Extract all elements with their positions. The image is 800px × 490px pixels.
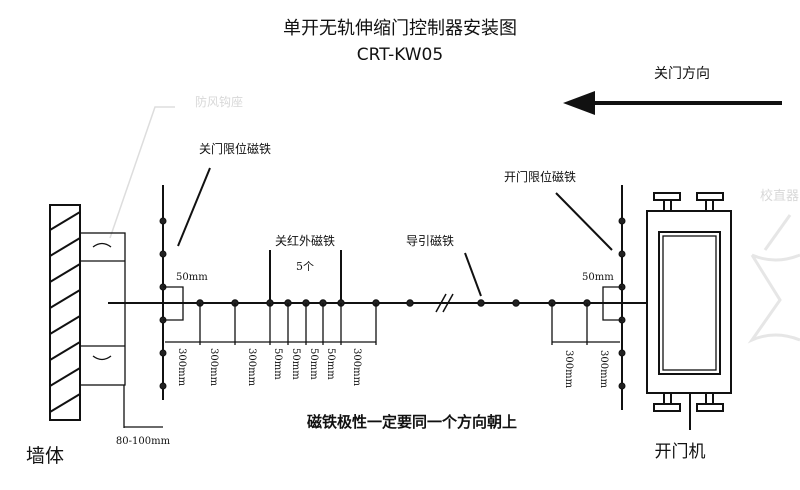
right-dimension-chain — [551, 303, 620, 345]
close-direction-label: 关门方向 — [654, 66, 710, 82]
open-limit-leader — [555, 192, 613, 251]
spacing-label: 300mm — [351, 348, 362, 387]
guide-magnet-label: 导引磁铁 — [406, 233, 454, 248]
door-opener-machine — [622, 192, 732, 430]
spacing-label: 50mm — [272, 348, 283, 380]
left-offset-dimension: 50mm — [176, 272, 208, 283]
open-limit-magnet-label: 开门限位磁铁 — [504, 169, 576, 184]
close-limit-bar — [159, 185, 184, 400]
close-limit-magnet-label: 关门限位磁铁 — [199, 141, 271, 156]
diagram-title: 单开无轨伸缩门控制器安装图 — [283, 18, 517, 39]
straightener-watermark — [747, 214, 800, 344]
polarity-note: 磁铁极性一定要同一个方向朝上 — [307, 413, 517, 431]
wind-hook-leader — [109, 106, 175, 239]
model-number: CRT-KW05 — [357, 45, 443, 65]
spacing-label: 300mm — [208, 348, 219, 387]
wall-label: 墙体 — [26, 445, 64, 467]
spacing-label: 300mm — [246, 348, 257, 387]
door-opener-label: 开门机 — [655, 442, 706, 462]
straightener-label: 校直器 — [760, 188, 799, 204]
left-spacing-labels: 300mm 300mm 300mm 50mm 50mm 50mm 50mm 30… — [176, 348, 362, 387]
track-magnets — [196, 299, 591, 307]
wind-hook-seat-label: 防风钩座 — [195, 94, 243, 109]
wind-hook-seat — [79, 232, 126, 386]
close-ir-magnet-label: 关红外磁铁 — [275, 233, 335, 248]
spacing-label: 50mm — [290, 348, 301, 380]
close-direction-arrow — [563, 91, 782, 115]
guide-magnet-leader — [464, 252, 482, 297]
wall-gap-dimension-line — [123, 385, 163, 428]
open-limit-bar — [602, 185, 626, 410]
wall-gap-dimension: 80-100mm — [116, 436, 171, 447]
spacing-label: 300mm — [563, 350, 574, 389]
spacing-label: 50mm — [308, 348, 319, 380]
wall — [49, 204, 81, 421]
spacing-label: 50mm — [325, 348, 336, 380]
left-dimension-chain — [165, 303, 377, 345]
close-limit-leader — [177, 167, 211, 247]
ir-magnet-count: 5个 — [296, 260, 314, 273]
spacing-label: 300mm — [176, 348, 187, 387]
spacing-label: 300mm — [598, 350, 609, 389]
right-offset-dimension: 50mm — [582, 272, 614, 283]
track-break-mark — [435, 293, 454, 313]
